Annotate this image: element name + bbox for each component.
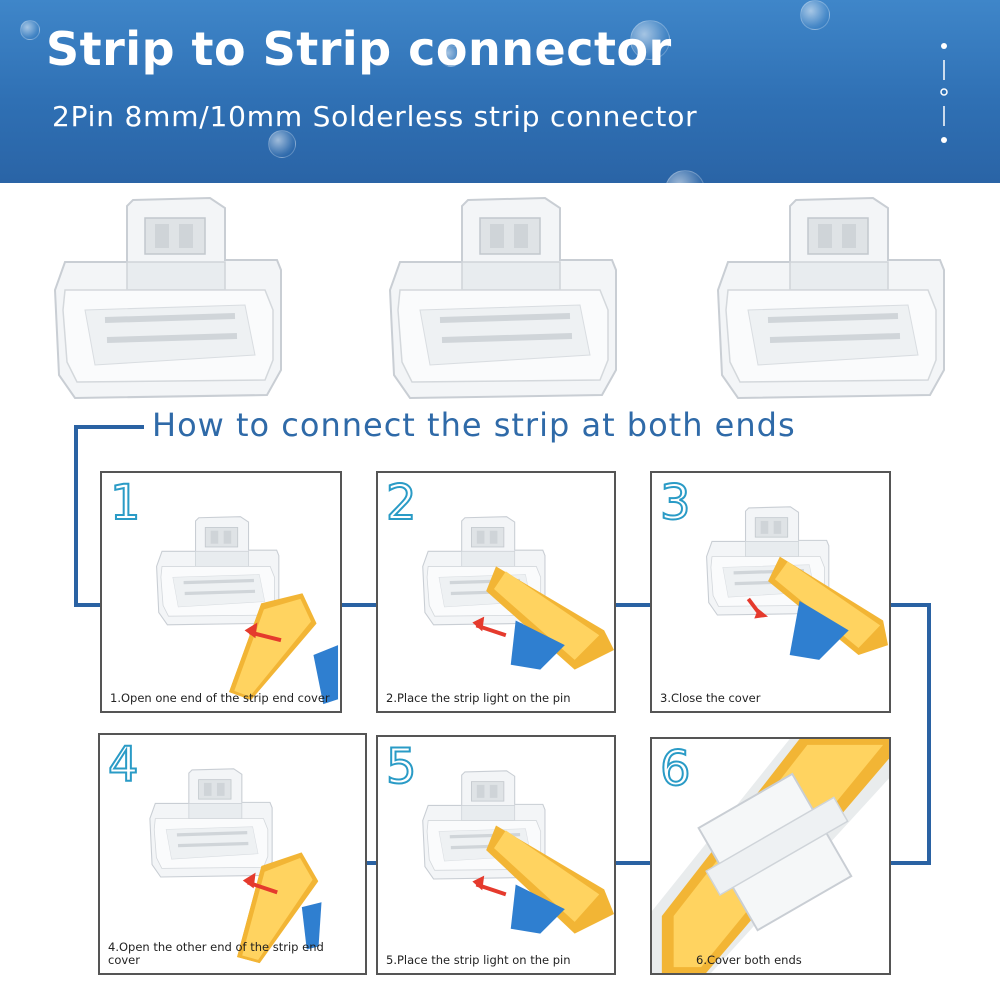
- step-card-4: 4 4.Open the other end of the strip end …: [98, 733, 367, 975]
- flow-line: [614, 861, 652, 865]
- clear-connector-icon: [45, 190, 285, 410]
- bubble-decoration: [268, 130, 296, 158]
- step-illustration: [704, 505, 889, 660]
- header-banner: Strip to Strip connector 2Pin 8mm/10mm S…: [0, 0, 1000, 183]
- step-card-3: 3 3.Close the cover: [650, 471, 891, 713]
- step-illustration: [421, 769, 614, 934]
- step-caption: 3.Close the cover: [660, 691, 761, 705]
- bubble-decoration: [20, 20, 40, 40]
- flow-line: [74, 425, 144, 429]
- step-caption: 2.Place the strip light on the pin: [386, 691, 571, 705]
- flow-line: [927, 603, 931, 865]
- connector-photo: [708, 190, 948, 410]
- banner-title: Strip to Strip connector: [46, 22, 672, 76]
- step-number: 6: [659, 740, 692, 798]
- step-caption: 6.Cover both ends: [696, 953, 802, 967]
- bubble-decoration: [665, 170, 705, 183]
- clear-connector-icon: [380, 190, 620, 410]
- step-caption: 5.Place the strip light on the pin: [386, 953, 571, 967]
- banner-subtitle: 2Pin 8mm/10mm Solderless strip connector: [52, 100, 698, 133]
- step-caption: 1.Open one end of the strip end cover: [110, 691, 330, 705]
- connector-photo: [380, 190, 620, 410]
- bubble-decoration: [630, 20, 670, 60]
- flow-line: [365, 861, 378, 865]
- step-card-1: 1 1.Open one end of the strip end cover: [100, 471, 342, 713]
- step-number: 4: [107, 736, 140, 794]
- bubble-decoration: [440, 45, 462, 67]
- step-number: 5: [385, 738, 418, 796]
- step-card-5: 5 5.Place the strip light on the pin: [376, 735, 616, 975]
- flow-line: [614, 603, 652, 607]
- step-number: 1: [109, 474, 142, 532]
- step-caption: 4.Open the other end of the strip end co…: [108, 940, 324, 967]
- step-illustration: [154, 515, 339, 711]
- connector-photo: [45, 190, 285, 410]
- step-illustration: [421, 515, 614, 670]
- flow-line: [889, 603, 931, 607]
- step-number: 2: [385, 474, 418, 532]
- dots-divider-icon: [940, 43, 948, 143]
- flow-line: [74, 425, 78, 607]
- bubble-decoration: [800, 0, 830, 30]
- step-card-6: 6 6.Cover both ends: [650, 737, 891, 975]
- flow-line: [74, 603, 102, 607]
- step-illustration: [652, 739, 889, 973]
- flow-line: [340, 603, 378, 607]
- step-card-2: 2 2.Place the strip light on the pin: [376, 471, 616, 713]
- step-number: 3: [659, 474, 692, 532]
- section-title: How to connect the strip at both ends: [152, 406, 796, 444]
- clear-connector-icon: [708, 190, 948, 410]
- step-illustration: [148, 767, 325, 973]
- flow-line: [889, 861, 931, 865]
